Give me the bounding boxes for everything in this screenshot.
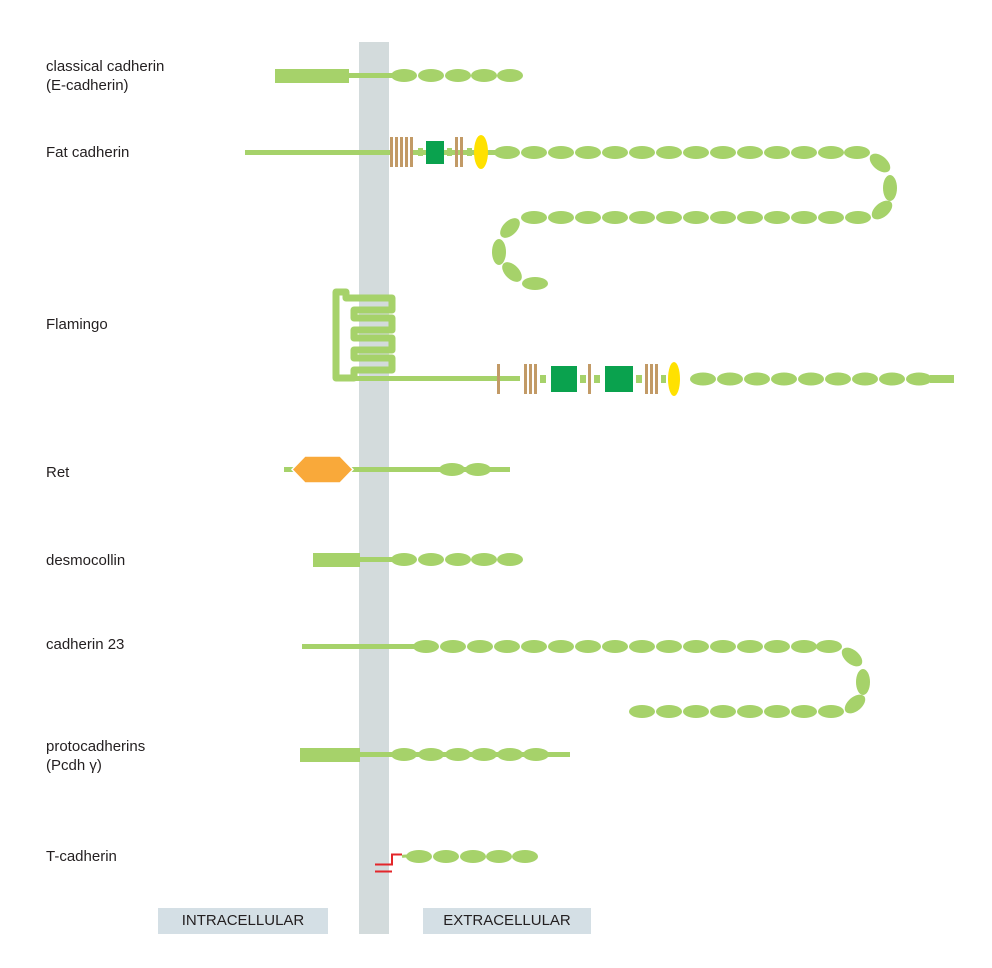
laminin-g-bars	[390, 137, 413, 167]
cytoplasmic-domain	[300, 748, 360, 762]
cadherin-repeats	[690, 372, 954, 386]
linker-dot	[636, 375, 642, 383]
cadherin-repeats	[413, 640, 870, 718]
label-name: classical cadherin	[46, 58, 165, 75]
laminin-g-bars	[497, 364, 500, 394]
seven-pass-transmembrane	[332, 288, 396, 382]
stalk	[354, 376, 499, 381]
ret	[284, 455, 510, 484]
linker-dot	[540, 375, 546, 383]
desmocollin	[313, 553, 523, 567]
linker-dot	[447, 148, 452, 156]
label-flamingo: Flamingo	[46, 315, 108, 334]
cadherin-repeats	[391, 553, 523, 566]
linker-dot	[580, 375, 586, 383]
transmembrane-segment	[360, 557, 395, 562]
laminin-g-bars	[524, 364, 537, 394]
cadherin-repeats	[391, 748, 549, 761]
cadherin-repeats	[391, 69, 523, 82]
kinase-domain	[290, 455, 355, 484]
label-name: Flamingo	[46, 316, 108, 333]
extracellular-label: EXTRACELLULAR	[423, 908, 591, 934]
egf-domain	[426, 141, 444, 164]
label-classical-cadherin: classical cadherin (E-cadherin)	[46, 57, 164, 95]
intracellular-label: INTRACELLULAR	[158, 908, 328, 934]
cytoplasmic-tail	[302, 644, 422, 649]
label-desmocollin: desmocollin	[46, 551, 125, 570]
laminin-g-bars	[455, 137, 463, 167]
cadherin-repeats	[406, 850, 538, 863]
cytoplasmic-tail	[245, 150, 393, 155]
fat-cadherin	[245, 135, 897, 290]
gpi-anchor	[375, 853, 402, 873]
yellow-domain	[668, 362, 680, 396]
laminin-g-bars	[645, 364, 658, 394]
label-name: protocadherins	[46, 738, 146, 755]
label-name: Ret	[46, 464, 70, 481]
linker-dot	[467, 148, 472, 156]
label-name: cadherin 23	[46, 636, 125, 653]
label-protocadherins: protocadherins (Pcdh γ)	[46, 737, 145, 775]
cytoplasmic-domain	[275, 69, 349, 83]
yellow-domain	[474, 135, 488, 169]
linker-dot	[594, 375, 600, 383]
label-cadherin-23: cadherin 23	[46, 635, 124, 654]
plasma-membrane	[359, 42, 389, 934]
linker-dot	[661, 375, 666, 383]
protocadherins	[300, 748, 570, 762]
egf-domain	[605, 366, 633, 392]
linker	[500, 376, 520, 381]
laminin-g-bars	[588, 364, 591, 394]
cadherin-repeats	[492, 146, 897, 290]
label-name: T-cadherin	[46, 848, 117, 865]
t-cadherin	[375, 850, 538, 873]
label-subname: (Pcdh γ)	[46, 757, 102, 774]
label-t-cadherin: T-cadherin	[46, 847, 117, 866]
linker	[413, 150, 496, 155]
label-name: Fat cadherin	[46, 144, 130, 161]
transmembrane-segment	[349, 73, 394, 78]
egf-domain	[551, 366, 577, 392]
cadherin-23	[302, 640, 870, 718]
cytoplasmic-domain	[313, 553, 360, 567]
classical-cadherin	[275, 69, 523, 83]
linker-dot	[418, 148, 423, 156]
label-name: desmocollin	[46, 552, 126, 569]
flamingo	[332, 288, 954, 396]
label-ret: Ret	[46, 463, 69, 482]
cytoplasmic-tail	[284, 467, 510, 472]
label-subname: (E-cadherin)	[46, 77, 129, 94]
label-fat-cadherin: Fat cadherin	[46, 143, 129, 162]
cadherin-repeats	[439, 463, 491, 476]
